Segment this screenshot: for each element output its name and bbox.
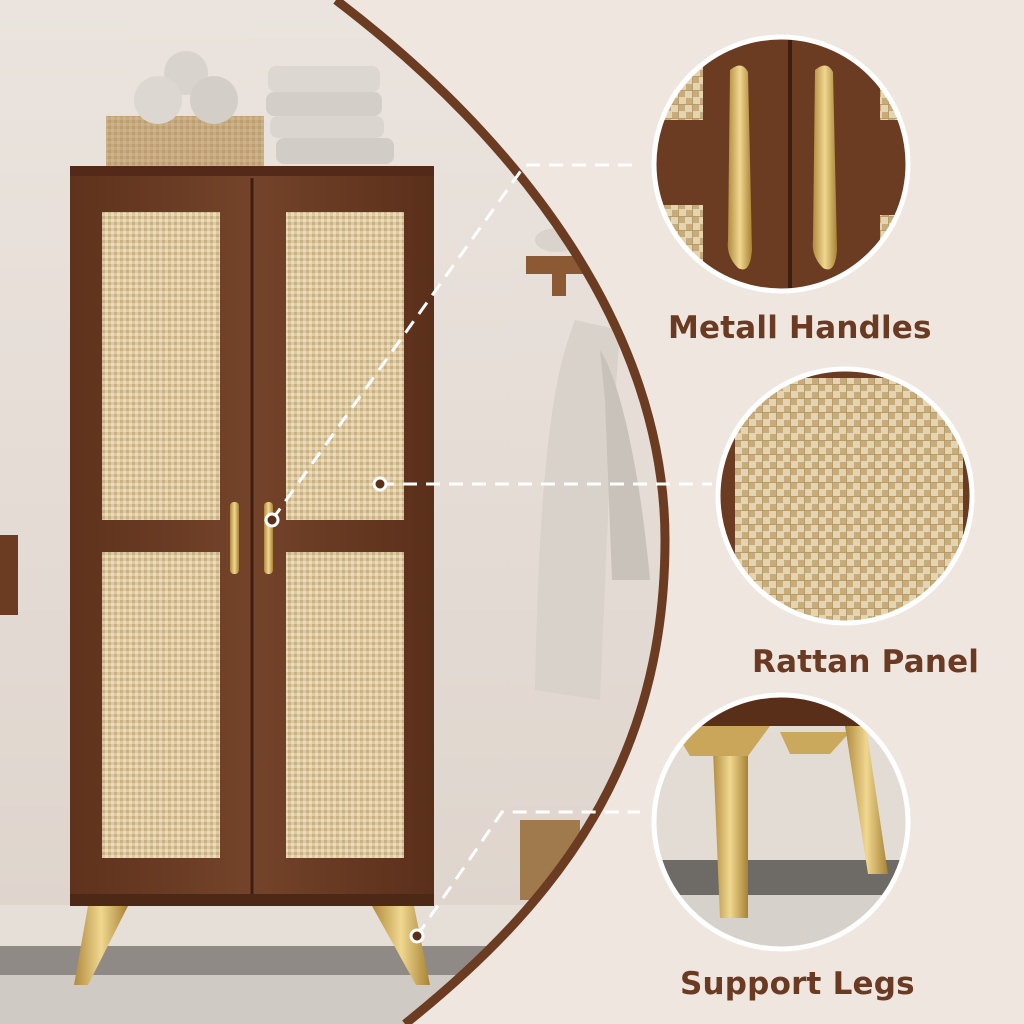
callout-label-rattan: Rattan Panel [752,644,980,680]
callout-handles-image [651,34,911,294]
cabinet [70,166,434,985]
pin-markers [264,476,425,944]
callout-rattan-image [715,366,975,626]
leader-lines [270,163,712,937]
callout-label-legs: Support Legs [680,966,915,1002]
callout-label-handles: Metall Handles [668,310,932,346]
